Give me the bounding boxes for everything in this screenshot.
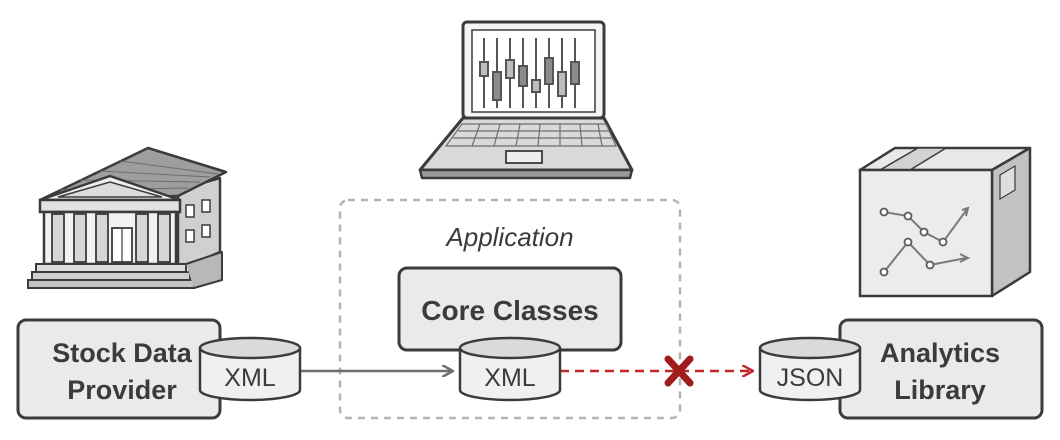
application-label: Application xyxy=(444,222,573,252)
provider-format-label: XML xyxy=(224,364,276,392)
library-label-line2: Library xyxy=(894,375,986,405)
incompatible-cross-icon xyxy=(664,355,694,387)
analytics-box-icon xyxy=(858,146,1032,298)
bank-building-icon xyxy=(27,146,228,289)
core-classes-label: Core Classes xyxy=(421,295,598,326)
application-boundary xyxy=(338,198,682,420)
provider-label-line1: Stock Data xyxy=(52,338,193,368)
stock-data-provider-box: Stock Data Provider xyxy=(16,318,222,420)
candlestick-chart-graphic xyxy=(479,38,580,108)
core-format-label: XML xyxy=(484,364,536,392)
core-xml-cylinder: XML xyxy=(458,336,562,402)
library-format-label: JSON xyxy=(777,364,844,392)
laptop-icon xyxy=(418,20,634,180)
core-classes-box: Core Classes xyxy=(397,266,623,352)
provider-label-line2: Provider xyxy=(67,375,177,405)
provider-xml-cylinder: XML xyxy=(198,336,302,402)
library-json-cylinder: JSON xyxy=(758,336,862,402)
library-label-line1: Analytics xyxy=(880,338,1000,368)
analytics-library-box: Analytics Library xyxy=(838,318,1044,420)
